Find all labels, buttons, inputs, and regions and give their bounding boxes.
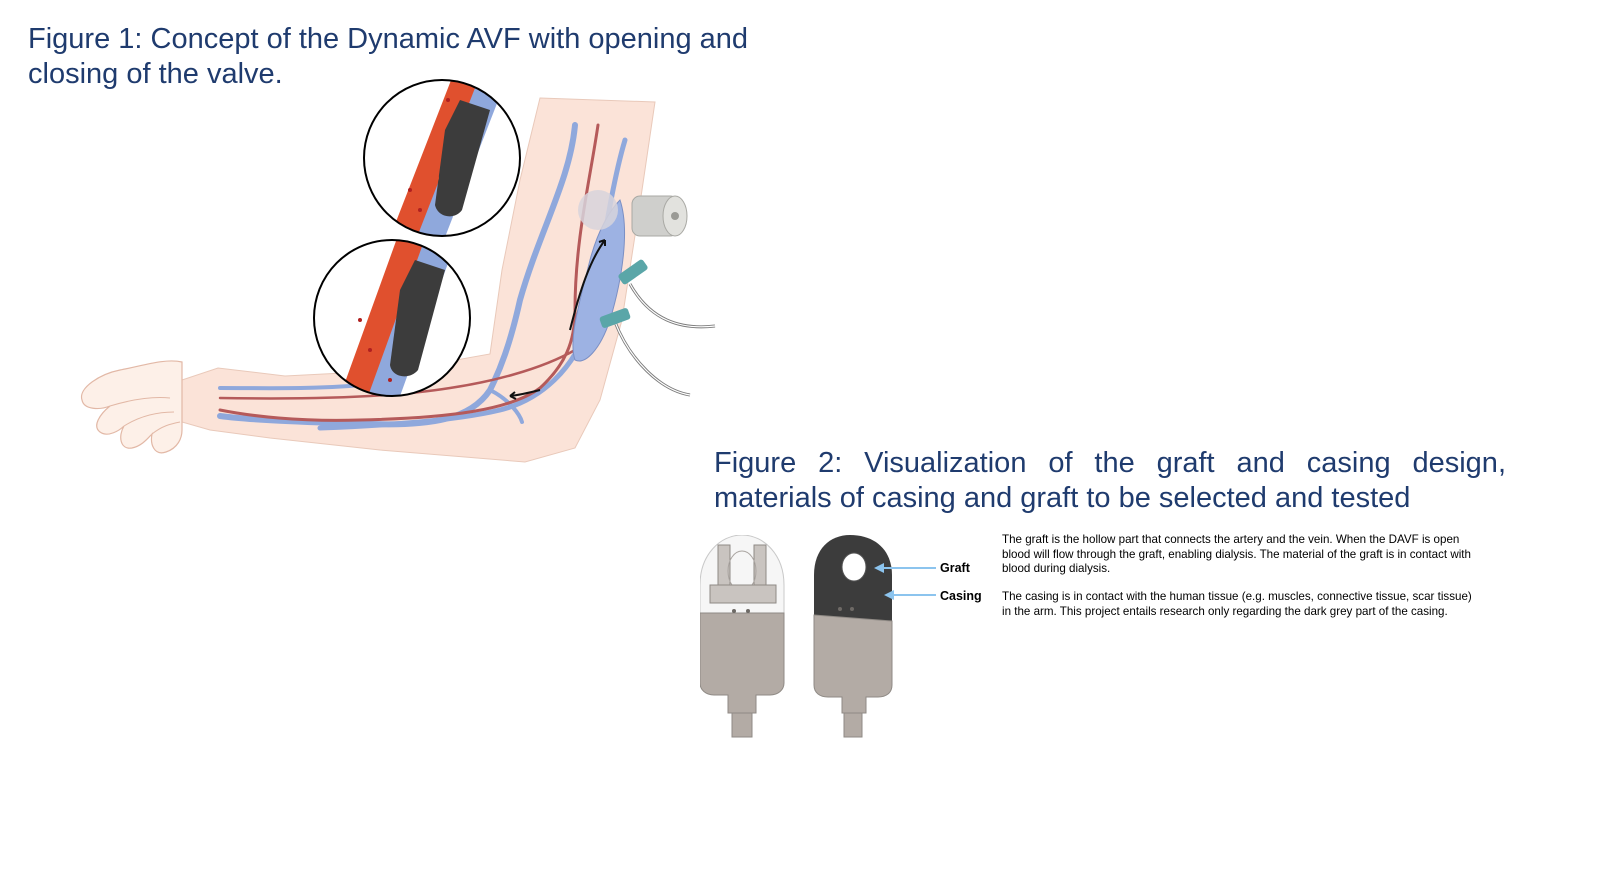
valve-sphere	[578, 190, 618, 230]
figure-2-title: Figure 2: Visualization of the graft and…	[714, 447, 1506, 515]
arteries	[218, 123, 600, 422]
flow-arrow	[569, 239, 606, 331]
fistula-graft	[572, 199, 626, 362]
pointer-arrows	[874, 563, 936, 600]
device-transparent-view	[700, 535, 785, 738]
finger-lines	[109, 397, 181, 435]
device-assembled-view	[813, 535, 893, 738]
zoom-valve-open	[363, 79, 521, 237]
hand-outline	[81, 360, 183, 454]
dialysis-needles	[599, 259, 716, 397]
figure-1-title: Figure 1: Concept of the Dynamic AVF wit…	[28, 23, 749, 91]
casing-label: Casing	[940, 589, 982, 603]
figure-2-illustration	[700, 535, 893, 738]
graft-label: Graft	[940, 561, 970, 575]
figure-1-illustration	[81, 79, 716, 463]
flow-arrow-lower	[509, 389, 541, 400]
graft-pointer-arrow	[874, 563, 936, 573]
graft-description: The graft is the hollow part that connec…	[1002, 533, 1471, 576]
zoom-valve-closed	[313, 239, 471, 397]
casing-description: The casing is in contact with the human …	[1002, 590, 1472, 618]
casing-pointer-arrow	[884, 590, 936, 600]
external-magnet	[631, 195, 688, 237]
